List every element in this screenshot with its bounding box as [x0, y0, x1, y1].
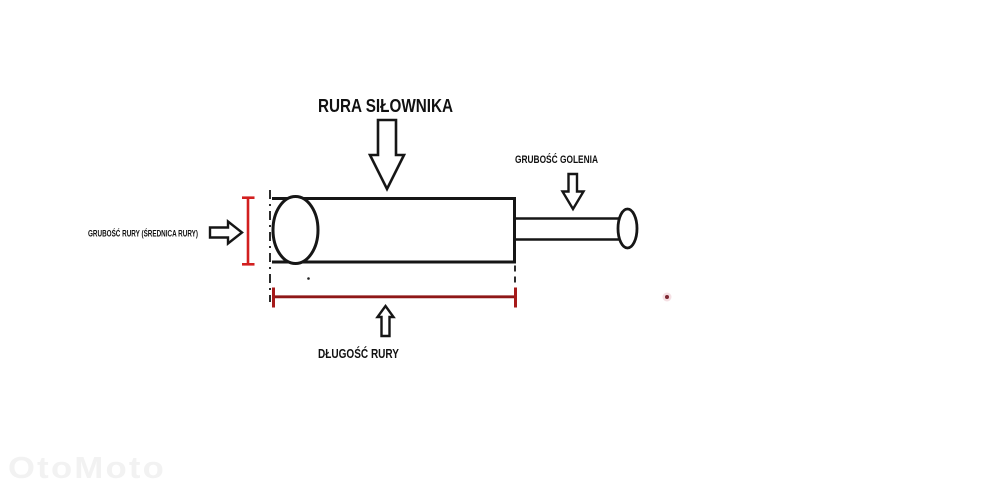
diagram-title: RURA SIŁOWNIKA: [318, 95, 453, 116]
tube-right-arrow-icon: [208, 219, 244, 246]
diameter-dimension-marker: [242, 196, 255, 266]
length-dimension-marker: [272, 287, 517, 308]
rod-thickness-label: GRUBOŚĆ GOLENIA: [515, 153, 598, 166]
watermark-text: OtoMoto: [8, 450, 166, 485]
length-up-arrow-icon: [375, 303, 396, 338]
cylinder-end-ellipse: [271, 195, 320, 265]
piston-rod: [514, 207, 639, 250]
speck-core: [665, 295, 669, 299]
cylinder-tube-body: [272, 197, 516, 264]
tube-length-label: DŁUGOŚĆ RURY: [318, 346, 400, 361]
title-down-arrow-icon: [367, 118, 407, 192]
rod-end-ellipse: [616, 207, 639, 250]
rod-down-arrow-icon: [560, 172, 586, 212]
stray-red-speck: [662, 292, 672, 302]
stray-dot: [307, 277, 310, 280]
tube-thickness-label: GRUBOŚĆ RURY (ŚREDNICA RURY): [88, 228, 198, 239]
